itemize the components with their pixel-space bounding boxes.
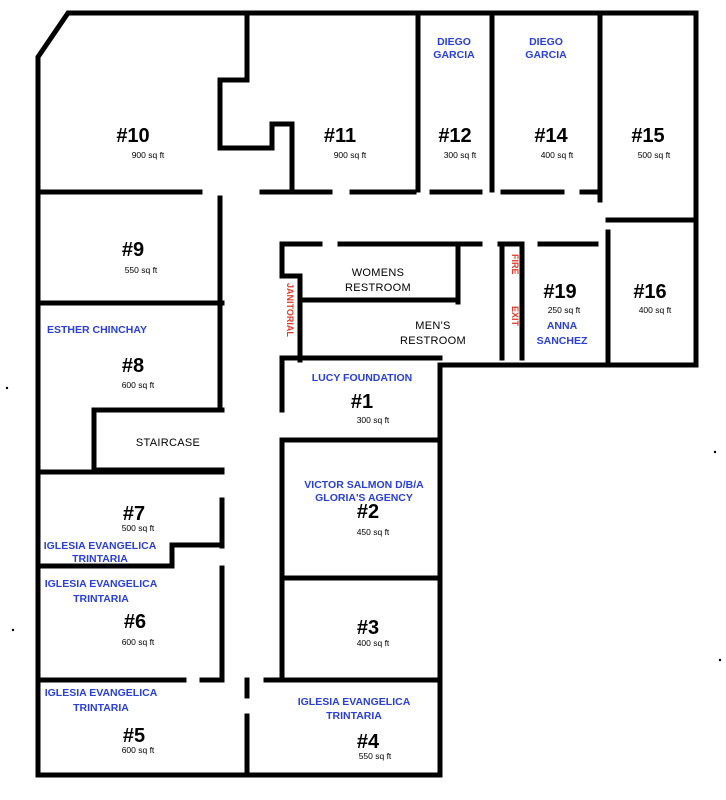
fire-exit-line-1: FIRE [510, 254, 520, 275]
unit-10-area: 900 sq ft [132, 150, 165, 160]
unit-6-tenant-line-1: IGLESIA EVANGELICA [45, 578, 158, 590]
unit-9-area: 550 sq ft [125, 265, 158, 275]
scan-specks [5, 386, 722, 662]
unit-16-number: #16 [633, 281, 666, 303]
unit-12-tenant-line-2: GARCIA [433, 49, 475, 61]
unit-labels: #10 900 sq ft #11 900 sq ft #12 300 sq f… [116, 125, 672, 761]
unit-19-tenant-line-1: ANNA [547, 320, 578, 332]
fire-exit-line-2: EXIT [510, 306, 520, 327]
unit-1-number: #1 [351, 391, 373, 413]
unit-12-area: 300 sq ft [444, 150, 477, 160]
unit-16-area: 400 sq ft [639, 305, 672, 315]
janitorial-label: JANITORIAL [285, 283, 295, 337]
unit-8-number: #8 [122, 355, 144, 377]
unit-19-number: #19 [543, 281, 576, 303]
unit-12-number: #12 [438, 125, 471, 147]
unit-12-tenant-line-1: DIEGO [437, 36, 471, 48]
unit-11-area: 900 sq ft [334, 150, 367, 160]
unit-15-area: 500 sq ft [638, 150, 671, 160]
mens-restroom-line-2: RESTROOM [400, 335, 466, 347]
unit-4-number: #4 [357, 731, 380, 753]
unit-8-area: 600 sq ft [122, 380, 155, 390]
unit-4-tenant-line-1: IGLESIA EVANGELICA [298, 696, 411, 708]
common-room-labels: WOMENS RESTROOM MEN'S RESTROOM STAIRCASE… [136, 254, 520, 449]
unit-2-tenant-line-1: VICTOR SALMON D/B/A [304, 479, 424, 491]
interior-walls [35, 12, 699, 778]
womens-restroom-line-1: WOMENS [352, 267, 405, 279]
unit-19-area: 250 sq ft [548, 305, 581, 315]
unit-5-number: #5 [123, 725, 145, 747]
staircase-label: STAIRCASE [136, 437, 200, 449]
outer-walls [35, 10, 699, 778]
unit-5-tenant-line-2: TRINTARIA [73, 702, 129, 714]
unit-3-area: 400 sq ft [357, 638, 390, 648]
unit-7-tenant-line-2: TRINTARIA [72, 553, 128, 565]
unit-7-area: 500 sq ft [122, 523, 155, 533]
unit-6-area: 600 sq ft [122, 637, 155, 647]
unit-11-number: #11 [324, 125, 356, 147]
unit-6-number: #6 [124, 611, 146, 633]
tenant-labels: DIEGO GARCIA DIEGO GARCIA ANNA SANCHEZ E… [44, 36, 588, 722]
unit-8-tenant: ESTHER CHINCHAY [47, 324, 147, 336]
unit-14-number: #14 [534, 125, 568, 147]
unit-2-tenant-line-2: GLORIA'S AGENCY [315, 492, 413, 504]
unit-7-number: #7 [123, 503, 145, 525]
womens-restroom-line-2: RESTROOM [345, 282, 411, 294]
unit-14-tenant-line-2: GARCIA [525, 49, 567, 61]
unit-5-tenant-line-1: IGLESIA EVANGELICA [45, 687, 158, 699]
unit-19-tenant-line-2: SANCHEZ [537, 335, 588, 347]
unit-4-area: 550 sq ft [359, 751, 392, 761]
mens-restroom-line-1: MEN'S [415, 320, 450, 332]
unit-1-area: 300 sq ft [357, 415, 390, 425]
unit-1-tenant: LUCY FOUNDATION [312, 372, 413, 384]
unit-2-area: 450 sq ft [357, 527, 390, 537]
unit-10-number: #10 [116, 125, 149, 147]
unit-6-tenant-line-2: TRINTARIA [73, 593, 129, 605]
unit-9-number: #9 [122, 239, 144, 261]
unit-3-number: #3 [357, 617, 379, 639]
unit-14-tenant-line-1: DIEGO [529, 36, 563, 48]
unit-4-tenant-line-2: TRINTARIA [326, 710, 382, 722]
unit-5-area: 600 sq ft [122, 745, 155, 755]
unit-14-area: 400 sq ft [541, 150, 574, 160]
unit-2-number: #2 [357, 501, 379, 523]
unit-7-tenant-line-1: IGLESIA EVANGELICA [44, 540, 157, 552]
unit-15-number: #15 [631, 125, 664, 147]
